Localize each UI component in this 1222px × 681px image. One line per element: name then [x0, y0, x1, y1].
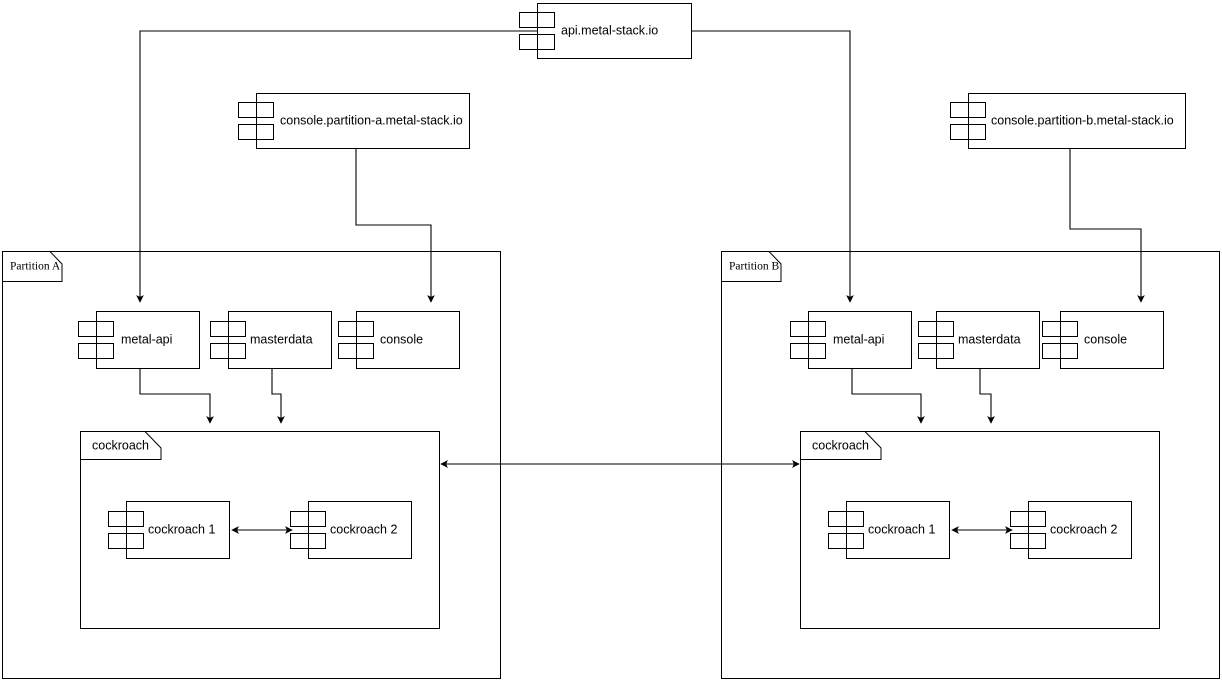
- component-label-metal-api-a: metal-api: [121, 332, 172, 346]
- edge-console-host-b-to-console-b: [1069, 149, 1145, 303]
- component-api-host[interactable]: api.metal-stack.io: [519, 3, 692, 59]
- component-label-console-host-a: console.partition-a.metal-stack.io: [280, 113, 463, 127]
- frame-label-partition-a: Partition A: [10, 261, 61, 273]
- component-console-b[interactable]: console: [1042, 311, 1164, 369]
- component-label-console-a: console: [380, 332, 423, 346]
- frame-label-cockroach-b: cockroach: [812, 438, 869, 452]
- component-label-console-b: console: [1084, 332, 1127, 346]
- component-label-cockroach-1-b: cockroach 1: [868, 522, 935, 536]
- frame-partition-a[interactable]: Partition A: [2, 251, 501, 679]
- component-cockroach-1-b[interactable]: cockroach 1: [828, 501, 950, 559]
- component-label-console-host-b: console.partition-b.metal-stack.io: [991, 113, 1174, 127]
- component-console-host-b[interactable]: console.partition-b.metal-stack.io: [950, 93, 1186, 149]
- edge-api-to-metal-api-b: [692, 30, 854, 303]
- frame-cockroach-b[interactable]: cockroach: [800, 431, 1160, 629]
- edge-console-host-a-to-console-a: [355, 149, 435, 303]
- frame-label-cockroach-a: cockroach: [92, 438, 149, 452]
- component-label-cockroach-2-b: cockroach 2: [1050, 522, 1117, 536]
- component-label-api-host: api.metal-stack.io: [561, 23, 658, 37]
- component-console-a[interactable]: console: [338, 311, 460, 369]
- component-masterdata-a[interactable]: masterdata: [210, 311, 332, 369]
- edge-masterdata-b-to-cockroach-b: [979, 369, 995, 424]
- component-masterdata-b[interactable]: masterdata: [918, 311, 1040, 369]
- component-cockroach-2-a[interactable]: cockroach 2: [290, 501, 412, 559]
- component-label-cockroach-2-a: cockroach 2: [330, 522, 397, 536]
- component-cockroach-2-b[interactable]: cockroach 2: [1010, 501, 1132, 559]
- component-cockroach-1-a[interactable]: cockroach 1: [108, 501, 230, 559]
- frame-cockroach-a[interactable]: cockroach: [80, 431, 440, 629]
- component-label-masterdata-a: masterdata: [250, 332, 313, 346]
- edge-api-to-metal-api-a: [136, 30, 537, 303]
- frame-partition-b[interactable]: Partition B: [721, 251, 1220, 679]
- component-label-masterdata-b: masterdata: [958, 332, 1021, 346]
- edge-metal-api-a-to-cockroach-a: [139, 369, 214, 424]
- edge-masterdata-a-to-cockroach-a: [271, 369, 285, 424]
- component-metal-api-b[interactable]: metal-api: [790, 311, 912, 369]
- edge-metal-api-b-to-cockroach-b: [851, 369, 925, 424]
- component-label-metal-api-b: metal-api: [833, 332, 884, 346]
- component-label-cockroach-1-a: cockroach 1: [148, 522, 215, 536]
- component-metal-api-a[interactable]: metal-api: [78, 311, 200, 369]
- component-console-host-a[interactable]: console.partition-a.metal-stack.io: [238, 93, 470, 149]
- frame-label-partition-b: Partition B: [729, 261, 779, 273]
